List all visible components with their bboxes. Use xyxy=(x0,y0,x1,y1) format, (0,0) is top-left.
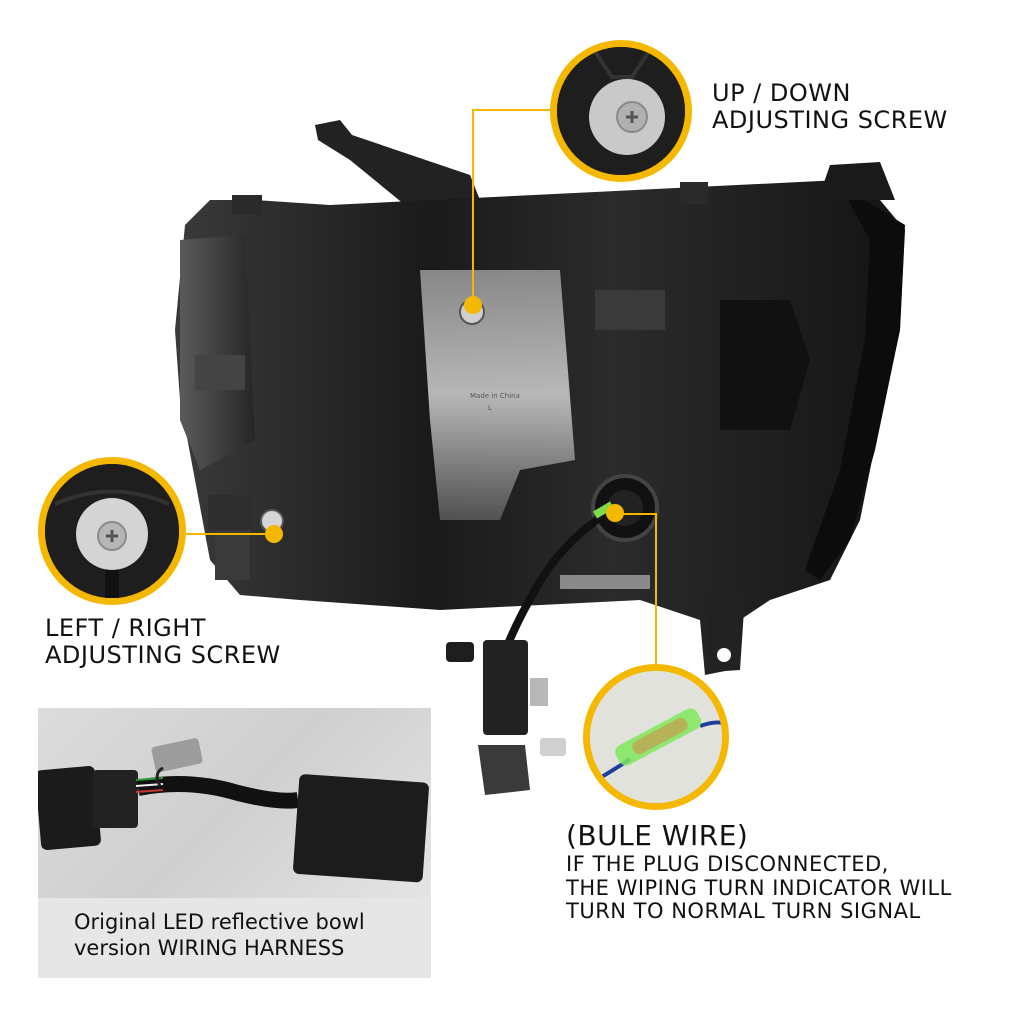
harness-caption-line1: Original LED reflective bowl xyxy=(74,910,365,934)
blue-wire-label: (BULE WIRE) IF THE PLUG DISCONNECTED, TH… xyxy=(566,820,952,924)
blue-wire-line2: THE WIPING TURN INDICATOR WILL xyxy=(566,875,952,900)
screw-icon xyxy=(557,47,685,175)
left-right-anchor-dot xyxy=(265,525,283,543)
svg-text:Made in China: Made in China xyxy=(470,392,520,400)
wiring-harness-inset: Original LED reflective bowl version WIR… xyxy=(35,708,431,978)
left-right-screw-callout-circle xyxy=(38,457,186,605)
wiring-harness-icon xyxy=(35,738,429,883)
left-right-label-line1: LEFT / RIGHT xyxy=(45,614,206,642)
blue-wire-leader-line xyxy=(655,513,657,671)
up-down-leader-line xyxy=(472,109,552,111)
up-down-screw-callout-circle xyxy=(550,40,692,182)
wiring-harness-photo xyxy=(35,708,431,898)
screw-icon xyxy=(45,464,179,598)
left-right-label-line2: ADJUSTING SCREW xyxy=(45,640,281,669)
svg-text:L: L xyxy=(488,404,492,412)
blue-wire-line3: TURN TO NORMAL TURN SIGNAL xyxy=(566,899,921,924)
harness-caption-line2: version WIRING HARNESS xyxy=(74,936,345,960)
blue-wire-line1: IF THE PLUG DISCONNECTED, xyxy=(566,852,889,877)
up-down-leader-line xyxy=(472,109,474,309)
wiring-harness-caption: Original LED reflective bowl version WIR… xyxy=(38,898,431,978)
left-right-leader-line xyxy=(186,533,274,535)
connector-sleeve-icon xyxy=(590,671,722,803)
up-down-label-line1: UP / DOWN xyxy=(712,79,851,107)
blue-wire-callout-circle xyxy=(583,664,729,810)
up-down-label: UP / DOWN ADJUSTING SCREW xyxy=(712,80,948,134)
up-down-label-line2: ADJUSTING SCREW xyxy=(712,105,948,134)
up-down-anchor-dot xyxy=(464,296,482,314)
blue-wire-leader-line xyxy=(615,513,657,515)
blue-wire-title: (BULE WIRE) xyxy=(566,819,749,852)
left-right-label: LEFT / RIGHT ADJUSTING SCREW xyxy=(45,615,281,669)
